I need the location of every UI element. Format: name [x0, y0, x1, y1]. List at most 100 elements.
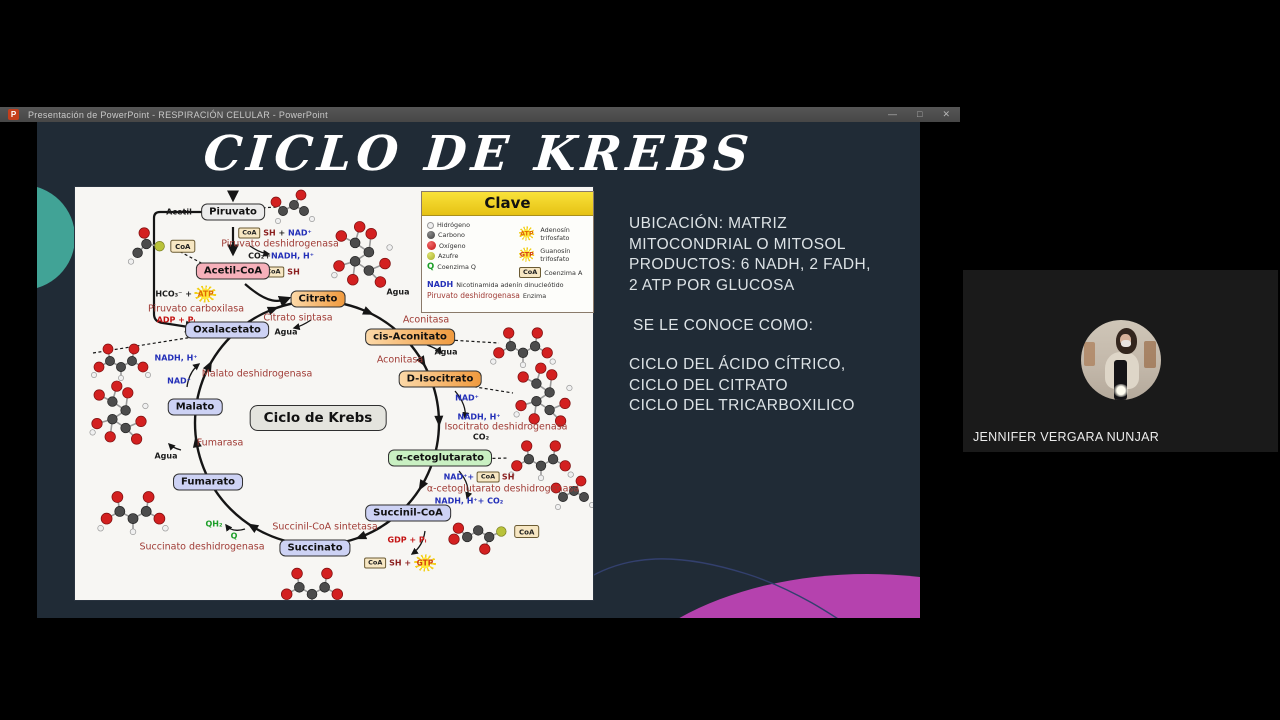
- diagram-graphics: CoA CoA: [89, 189, 593, 600]
- label-text: Agua: [154, 451, 178, 461]
- label-text: α-cetoglutarato deshidrogenasa: [426, 483, 580, 495]
- label-text: Piruvato carboxilasa: [147, 303, 245, 315]
- label-text: NAD⁺: [167, 376, 191, 386]
- label-text: Agua: [274, 327, 298, 337]
- label-text: Aconitasa: [402, 314, 450, 326]
- nadh-symbol: NADH: [427, 280, 454, 289]
- slide: CICLO DE KREBS: [37, 122, 920, 618]
- diagram-node-piruvato: Piruvato: [201, 203, 265, 221]
- diagram-label: NAD⁺: [455, 394, 479, 403]
- diagram-label: NAD⁺: [167, 377, 191, 386]
- powerpoint-icon: P: [8, 109, 19, 120]
- maximize-button[interactable]: □: [917, 109, 923, 119]
- label-text: Succinato deshidrogenasa: [139, 541, 265, 553]
- label-text: Agua: [434, 347, 458, 357]
- avatar-photo-detail: [1144, 340, 1157, 368]
- label-text: SH: [260, 228, 276, 238]
- diagram-label: Q: [231, 532, 238, 541]
- diagram-label: NADH, H⁺: [155, 354, 198, 363]
- legend-row-label: Adenosín trifosfato: [540, 225, 570, 242]
- diagram-label: Acetil: [166, 208, 192, 217]
- diagram-label: Aconitasa: [377, 355, 423, 366]
- label-text: NAD⁺: [455, 393, 479, 403]
- label-text: Acetil: [166, 207, 192, 217]
- label-text: +: [275, 228, 289, 238]
- minimize-button[interactable]: —: [888, 109, 898, 119]
- gtp-burst-icon: GTP: [413, 554, 436, 572]
- legend-row-label: Carbono: [438, 231, 465, 239]
- molecule-illustration: [508, 440, 574, 481]
- label-text: QH₂: [205, 519, 223, 529]
- diagram-label: Piruvato deshidrogenasa: [221, 239, 339, 250]
- diagram-label: Piruvato carboxilasa: [148, 304, 244, 315]
- label-text: Piruvato deshidrogenasa: [221, 238, 339, 250]
- label-text: ADP + Pᵢ: [156, 315, 196, 325]
- slide-title: CICLO DE KREBS: [201, 126, 756, 182]
- diagram-label: CO₂: [473, 433, 489, 442]
- label-text: Citrato sintasa: [263, 312, 333, 324]
- diagram-node-succinato: Succinato: [279, 539, 351, 557]
- carbon-ball-icon: [427, 231, 435, 239]
- label-text: Malato deshidrogenasa: [201, 368, 313, 380]
- legend-row: Carbono: [427, 231, 519, 239]
- location-products-text: UBICACIÓN: MATRIZ MITOCONDRIAL O MITOSOL…: [629, 214, 914, 296]
- diagram-label: Citrato sintasa: [263, 313, 332, 324]
- diagram-label: NADH, H⁺: [458, 413, 501, 422]
- label-text: CO₂: [472, 432, 490, 442]
- legend-row: Hidrógeno: [427, 221, 519, 229]
- teal-accent-shape: [37, 185, 75, 290]
- label-text: NADH, H⁺: [270, 251, 314, 261]
- legend-row-label: Guanosín trifosfato: [540, 246, 571, 263]
- diagram-node-succinil-coa: Succinil-CoA: [365, 504, 451, 522]
- label-text: Aconitasa: [376, 354, 424, 366]
- label-text: Isocitrato deshidrogenasa: [444, 421, 568, 433]
- legend-title: Clave: [422, 192, 593, 216]
- molecule-illustration: [550, 475, 593, 510]
- diagram-node-oxalacetato: Oxalacetato: [185, 321, 269, 339]
- label-text: SH: [284, 267, 300, 277]
- molecule-illustration: CoA: [127, 227, 196, 265]
- diagram-label: Agua: [154, 452, 177, 461]
- diagram-center-label: Ciclo de Krebs: [249, 405, 387, 431]
- molecule-illustration: CoA: [448, 522, 540, 555]
- diagram-label: Aconitasa: [403, 315, 449, 326]
- known-as-list: CICLO DEL ÁCIDO CÍTRICO, CICLO DEL CITRA…: [629, 355, 914, 417]
- avatar-photo-detail: [1084, 342, 1095, 367]
- legend-row-label: Azufre: [438, 252, 459, 260]
- diagram-label: ADP + Pᵢ: [157, 316, 196, 325]
- enzyme-symbol: Piruvato deshidrogenasa: [427, 291, 520, 300]
- diagram-node-alfa-cetoglutarato: α-cetoglutarato: [388, 449, 492, 467]
- known-as-line: CICLO DEL ÁCIDO CÍTRICO,: [629, 356, 846, 373]
- close-button[interactable]: ✕: [942, 109, 950, 119]
- molecule-illustration: [97, 491, 169, 535]
- molecule-illustration: [89, 380, 149, 445]
- label-text: SH: [499, 472, 515, 482]
- label-text: Q: [230, 531, 238, 541]
- magenta-accent-shape: [602, 574, 920, 618]
- diagram-label: Agua: [274, 328, 297, 337]
- diagram-label: CO₂+NADH, H⁺: [248, 252, 314, 261]
- label-text: NADH, H⁺: [457, 412, 501, 422]
- diagram-label: NADH, H⁺+ CO₂: [435, 497, 504, 506]
- label-text: SH +: [386, 558, 414, 568]
- label-text: NADH, H⁺+ CO₂: [434, 496, 504, 506]
- known-as-line: CICLO DEL TRICARBOXILICO: [629, 397, 855, 414]
- participant-tile[interactable]: JENNIFER VERGARA NUNJAR: [963, 270, 1278, 452]
- label-text: NADH, H⁺: [154, 353, 198, 363]
- label-text: Fumarasa: [196, 437, 244, 449]
- legend-row: Azufre: [427, 252, 519, 260]
- window-titlebar: P Presentación de PowerPoint - RESPIRACI…: [0, 107, 960, 122]
- diagram-label: NAD⁺+ CoA SH: [444, 471, 515, 483]
- diagram-label: CoA SH + NAD⁺: [238, 227, 312, 239]
- diagram-node-malato: Malato: [167, 398, 223, 416]
- diagram-label: Malato deshidrogenasa: [202, 369, 313, 380]
- molecule-illustration: [270, 189, 315, 224]
